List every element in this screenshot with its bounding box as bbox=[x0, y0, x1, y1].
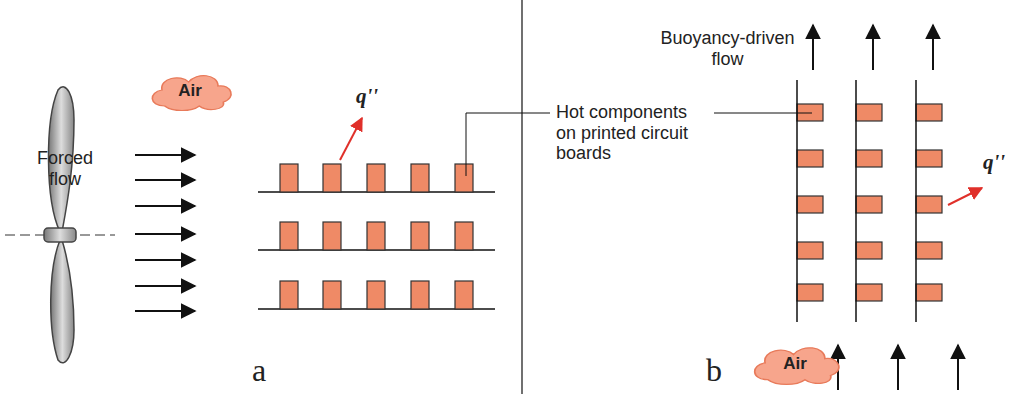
component bbox=[797, 150, 823, 167]
heat-flux-label: q'' bbox=[356, 84, 396, 108]
component bbox=[280, 164, 298, 192]
component bbox=[323, 222, 341, 250]
cloud-label: Air bbox=[146, 72, 234, 101]
circuit-boards bbox=[258, 192, 495, 309]
components bbox=[797, 104, 942, 301]
heat-flux-arrow bbox=[340, 118, 362, 160]
component bbox=[797, 242, 823, 259]
flow-arrows bbox=[135, 155, 195, 311]
component bbox=[797, 196, 823, 213]
component bbox=[916, 150, 942, 167]
flow-label: Forced flow bbox=[30, 148, 100, 189]
component bbox=[916, 284, 942, 301]
panel-letter: a bbox=[252, 352, 282, 389]
heat-flux-label: q'' bbox=[983, 150, 1019, 174]
component bbox=[856, 104, 882, 121]
leader-line bbox=[466, 113, 550, 176]
component bbox=[856, 150, 882, 167]
component bbox=[280, 281, 298, 309]
cloud-label: Air bbox=[748, 344, 842, 374]
component bbox=[323, 281, 341, 309]
heat-flux-arrow bbox=[948, 188, 982, 205]
flow-label: Buoyancy-driven flow bbox=[660, 28, 795, 69]
air-cloud: Air bbox=[748, 344, 842, 386]
component bbox=[367, 281, 385, 309]
component bbox=[455, 222, 473, 250]
component bbox=[455, 281, 473, 309]
callout-label: Hot components on printed circuit boards bbox=[556, 102, 711, 164]
air-cloud: Air bbox=[146, 72, 234, 112]
component bbox=[323, 164, 341, 192]
component bbox=[367, 164, 385, 192]
component bbox=[797, 284, 823, 301]
component bbox=[280, 222, 298, 250]
component bbox=[856, 284, 882, 301]
component bbox=[856, 242, 882, 259]
component bbox=[455, 164, 473, 192]
component bbox=[916, 104, 942, 121]
component bbox=[411, 222, 429, 250]
buoyancy-arrows bbox=[813, 25, 958, 390]
circuit-boards bbox=[797, 80, 916, 322]
panel-letter: b bbox=[706, 352, 736, 389]
component bbox=[411, 164, 429, 192]
fan bbox=[5, 87, 115, 363]
components bbox=[280, 164, 473, 309]
component bbox=[411, 281, 429, 309]
component bbox=[856, 196, 882, 213]
component bbox=[367, 222, 385, 250]
component bbox=[916, 242, 942, 259]
divider bbox=[521, 0, 522, 394]
component bbox=[916, 196, 942, 213]
